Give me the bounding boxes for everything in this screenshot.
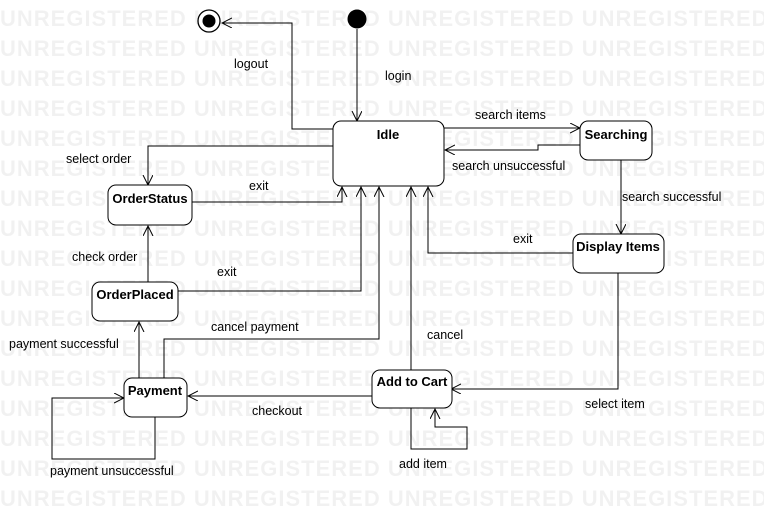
- payment-unsuccessful-label: payment unsuccessful: [50, 464, 174, 478]
- select-item-label: select item: [585, 397, 645, 411]
- login-label: login: [385, 69, 411, 83]
- watermark-row: UNREGISTERED UNREGISTERED UNREGISTERED U…: [0, 426, 764, 451]
- state-searching[interactable]: Searching: [579, 120, 653, 161]
- state-idle[interactable]: Idle: [332, 120, 445, 187]
- state-label: Searching: [585, 127, 648, 142]
- state-label: OrderStatus: [112, 191, 187, 206]
- logout-label: logout: [234, 57, 269, 71]
- check-order-label: check order: [72, 250, 137, 264]
- state-order-placed[interactable]: OrderPlaced: [91, 281, 179, 322]
- watermark-row: UNREGISTERED UNREGISTERED UNREGISTERED U…: [0, 6, 764, 31]
- watermark-row: UNREGISTERED UNREGISTERED UNREGISTERED U…: [0, 336, 764, 361]
- add-item-transition[interactable]: [410, 408, 468, 450]
- initial-state-node[interactable]: [347, 9, 367, 29]
- exit-order-status-transition[interactable]: [192, 187, 342, 203]
- select-order-label: select order: [66, 152, 131, 166]
- state-label: OrderPlaced: [96, 287, 173, 302]
- cancel-payment-label: cancel payment: [211, 320, 299, 334]
- exit-order-placed-transition[interactable]: [178, 187, 361, 292]
- exit-display-items-label: exit: [513, 232, 533, 246]
- search-successful-label: search successful: [622, 190, 721, 204]
- final-state-node[interactable]: [197, 9, 221, 33]
- cancel-label: cancel: [427, 328, 463, 342]
- transition-labels: logout login search items search unsucce…: [9, 57, 721, 478]
- exit-display-items-transition[interactable]: [428, 187, 573, 254]
- state-label: Idle: [377, 127, 399, 142]
- logout-transition[interactable]: [222, 23, 333, 130]
- exit-order-placed-label: exit: [217, 265, 237, 279]
- payment-unsuccessful-transition[interactable]: [51, 398, 156, 460]
- state-label: Display Items: [576, 239, 660, 254]
- state-payment[interactable]: Payment: [123, 377, 188, 418]
- transition-edges: [51, 23, 621, 460]
- state-add-to-cart[interactable]: Add to Cart: [371, 369, 453, 409]
- search-items-label: search items: [475, 108, 546, 122]
- search-unsuccessful-label: search unsuccessful: [452, 159, 565, 173]
- watermark-row: UNREGISTERED UNREGISTERED UNREGISTERED U…: [0, 36, 764, 61]
- exit-order-status-label: exit: [249, 179, 269, 193]
- select-item-transition[interactable]: [451, 273, 619, 389]
- checkout-label: checkout: [252, 404, 303, 418]
- watermark-row: UNREGISTERED UNREGISTERED UNREGISTERED U…: [0, 456, 764, 481]
- watermark-row: UNREGISTERED UNREGISTERED UNREGISTERED U…: [0, 486, 764, 511]
- state-display-items[interactable]: Display Items: [572, 233, 665, 274]
- add-item-label: add item: [399, 457, 447, 471]
- cancel-payment-transition[interactable]: [163, 187, 379, 378]
- state-order-status[interactable]: OrderStatus: [107, 184, 193, 226]
- payment-successful-label: payment successful: [9, 337, 119, 351]
- watermark-row: UNREGISTERED UNREGISTERED UNREGISTERED U…: [0, 66, 764, 91]
- search-unsuccessful-transition[interactable]: [445, 144, 580, 150]
- state-label: Add to Cart: [377, 374, 448, 389]
- select-order-transition[interactable]: [148, 145, 333, 185]
- watermark-row: UNREGISTERED UNREGISTERED UNREGISTERED U…: [0, 96, 764, 121]
- state-label: Payment: [128, 383, 183, 398]
